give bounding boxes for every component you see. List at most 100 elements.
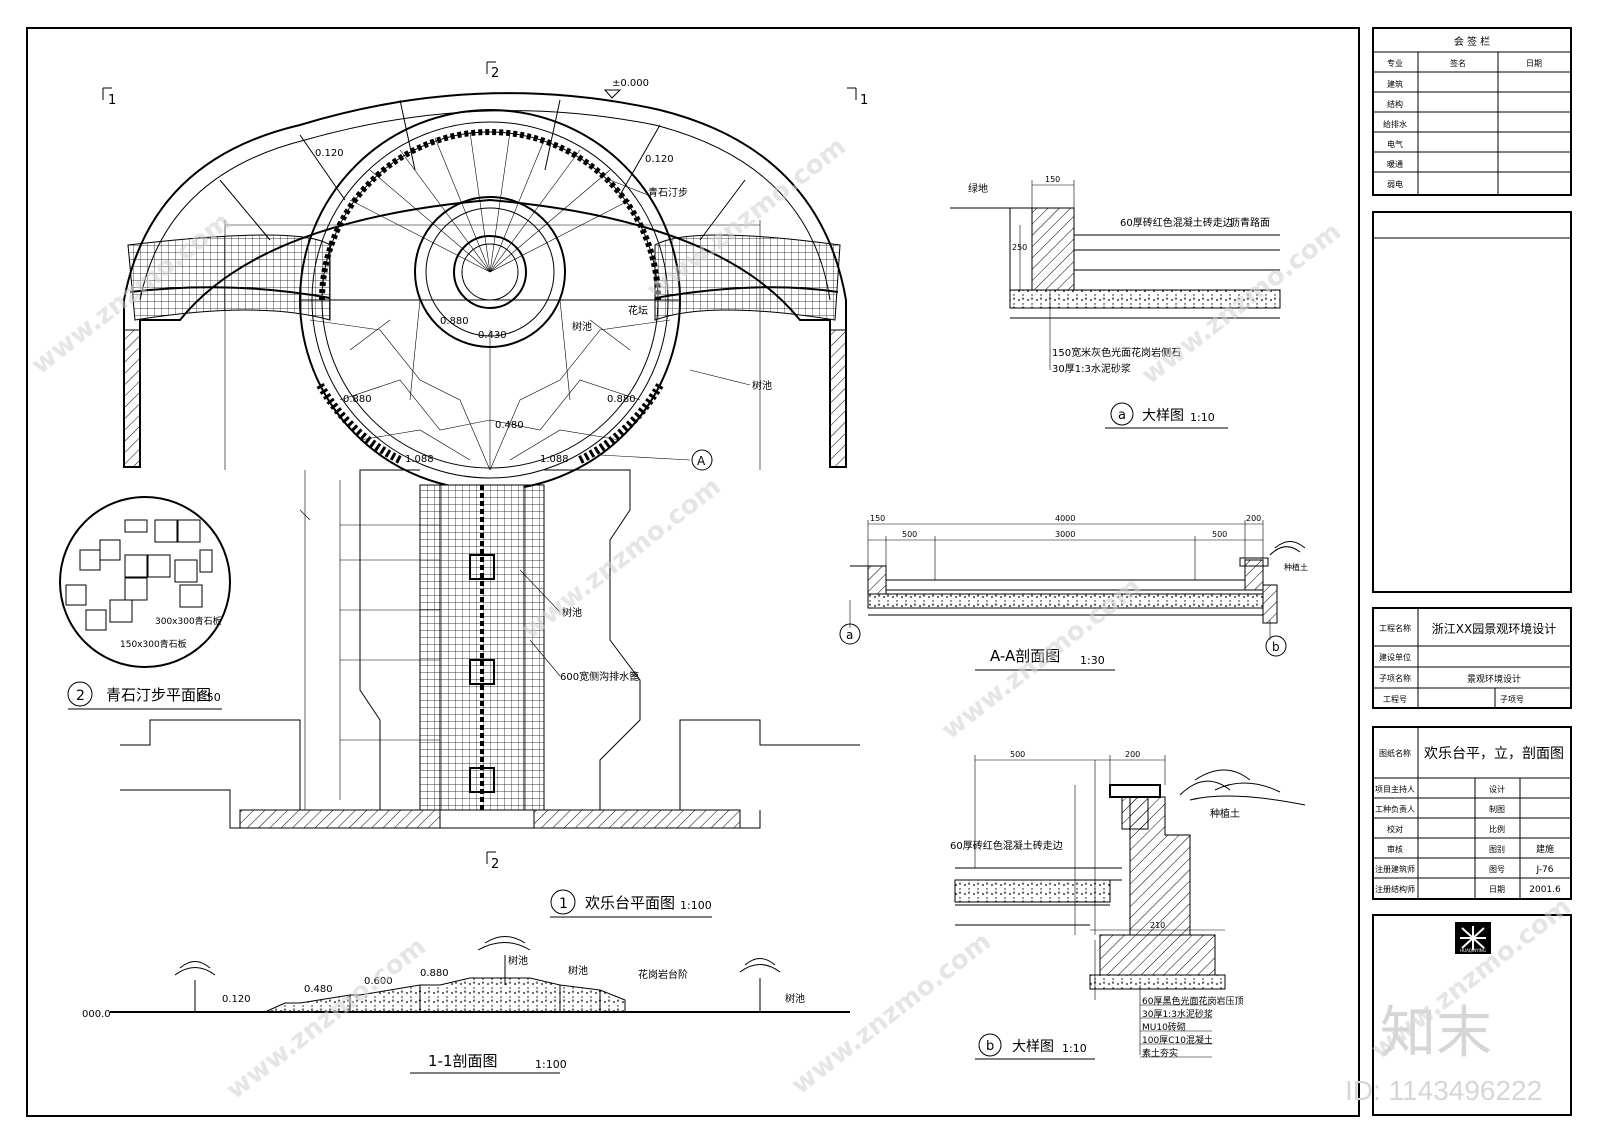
drawing-left-5: 注册结构师	[1375, 884, 1415, 894]
detail-b: 500 200 210 种植土 60厚砖红色混凝土砖走边 60厚黑色光面花岗岩压…	[950, 750, 1306, 1060]
sign-header-2: 日期	[1526, 59, 1542, 68]
sign-header-1: 签名	[1450, 58, 1466, 68]
plan-title-num: 1	[559, 896, 568, 912]
drawing-mid-1: 制图	[1489, 804, 1505, 814]
sign-row-3: 电气	[1387, 139, 1403, 149]
plan-scale: 1:100	[680, 899, 712, 912]
detailA-title: 大样图	[1142, 408, 1184, 424]
label-green: 绿地	[968, 182, 988, 195]
label-flowerbed: 花坛	[628, 304, 648, 317]
detailB-title-num: b	[986, 1039, 994, 1054]
section-mark-2b: 2	[491, 857, 499, 872]
detailB-label-soil: 种植土	[1210, 807, 1240, 820]
section-a-a: 4000 3000 500 500 200 150 a b 种植土 A-A剖面图…	[839, 514, 1308, 671]
logo-block	[1372, 914, 1572, 1116]
detailB-scale: 1:10	[1062, 1042, 1087, 1055]
detail2-scale: 1:50	[196, 691, 221, 704]
sec11-title: 1-1剖面图	[428, 1052, 498, 1070]
elev-880-b: 0.880	[343, 394, 372, 405]
watermark-6: www.znzmo.com	[221, 932, 432, 1106]
detailB-layer-4: 素土夯实	[1142, 1047, 1178, 1059]
label-tree-pit-3: 树池	[562, 606, 582, 619]
sec11-elev-880: 0.880	[420, 968, 449, 979]
detailB-dim-210: 210	[1150, 921, 1165, 930]
aa-dim-3000: 3000	[1055, 530, 1075, 539]
brand-watermark: 知末	[1380, 1001, 1492, 1064]
sec11-elev-000: 000.0	[82, 1009, 111, 1020]
title-block: 会 签 栏 专业 签名 日期 建筑 结构 给排水 电气 暖通 弱电 工程名称 浙…	[1372, 27, 1572, 1116]
project-value-sub: 景观环境设计	[1467, 673, 1521, 685]
aa-dim-500l: 500	[902, 530, 917, 539]
detailB-dim-500: 500	[1010, 750, 1025, 759]
elev-088-a: 1.088	[405, 454, 434, 465]
sign-row-4: 暖通	[1387, 159, 1403, 169]
elev-120-b: 0.120	[645, 154, 674, 165]
detailB-layer-2: MU10砖砌	[1142, 1021, 1186, 1033]
drawing-value-date: 2001.6	[1529, 885, 1561, 895]
sec11-elev-600: 0.600	[364, 976, 393, 987]
elev-088-b: 1.088	[540, 454, 569, 465]
detail-a: 150 250 绿地 60厚砖红色混凝土砖走边 沥青路面 150宽米灰色光面花岗…	[950, 175, 1281, 429]
label-drain: 600宽侧沟排水篦	[560, 670, 639, 683]
logo-text: HUAQINYING	[1460, 948, 1486, 953]
elev-430: 0.430	[478, 330, 507, 341]
detailA-dim-250: 250	[1012, 243, 1027, 252]
drawing-label-title: 图纸名称	[1379, 748, 1411, 758]
label-asphalt: 沥青路面	[1230, 216, 1270, 229]
elev-880-a: 0.880	[440, 316, 469, 327]
label-tree-pit-1: 树池	[572, 320, 592, 333]
detailA-scale: 1:10	[1190, 411, 1215, 424]
drawing-mid-5: 日期	[1489, 885, 1505, 894]
label-mortar-a: 30厚1:3水泥砂浆	[1052, 362, 1131, 375]
project-label-unit: 建设单位	[1379, 652, 1411, 662]
drawing-mid-2: 比例	[1489, 824, 1505, 834]
detailB-label-curb: 60厚砖红色混凝土砖走边	[950, 839, 1063, 852]
plan-view: 1 1 2 2 ±0.000 0.120 0.120 0.880 0.430 0…	[102, 61, 868, 918]
aa-callout-a: a	[846, 628, 853, 642]
drawing-left-2: 校对	[1387, 824, 1403, 834]
label-150x300: 150x300青石板	[120, 638, 187, 650]
label-curb-a: 60厚砖红色混凝土砖走边	[1120, 216, 1233, 229]
aa-callout-b: b	[1272, 640, 1280, 654]
drawing-left-4: 注册建筑师	[1375, 864, 1415, 874]
project-block	[1372, 607, 1572, 709]
detail2-title-num: 2	[76, 688, 85, 704]
drawing-left-0: 项目主持人	[1375, 784, 1415, 794]
sec11-label-tree3: 树池	[785, 992, 805, 1005]
project-label-subno: 子项号	[1500, 695, 1524, 704]
elev-480: 0.480	[495, 420, 524, 431]
detailB-layer-0: 60厚黑色光面花岗岩压顶	[1142, 995, 1243, 1007]
aa-dim-150: 150	[870, 514, 885, 523]
drawing-block	[1372, 726, 1572, 900]
detail-2-bluestone: 300x300青石板 150x300青石板 2 青石汀步平面图 1:50	[59, 496, 231, 710]
sign-row-5: 弱电	[1387, 179, 1403, 189]
drawing-mid-0: 设计	[1489, 784, 1505, 794]
sign-row-0: 建筑	[1387, 79, 1403, 89]
watermark-4: www.znzmo.com	[516, 472, 727, 646]
elev-zero: ±0.000	[612, 78, 649, 89]
detailB-layer-3: 100厚C10混凝土	[1142, 1034, 1213, 1046]
sec11-label-tree2: 树池	[568, 964, 588, 977]
elev-120-a: 0.120	[315, 148, 344, 159]
drawing-left-3: 审核	[1387, 844, 1403, 854]
aa-dim-200: 200	[1246, 514, 1261, 523]
blank-panel	[1372, 211, 1572, 593]
drawing-value-title: 欢乐台平，立，剖面图	[1424, 746, 1564, 762]
sec11-label-tree1: 树池	[508, 954, 528, 967]
sec11-elev-120: 0.120	[222, 994, 251, 1005]
label-bluestone-step: 青石汀步	[648, 186, 688, 199]
sec11-scale: 1:100	[535, 1058, 567, 1071]
detailB-title: 大样图	[1012, 1039, 1054, 1055]
aa-title: A-A剖面图	[990, 647, 1060, 665]
project-label-name: 工程名称	[1379, 623, 1411, 633]
detailA-dim-150: 150	[1045, 175, 1060, 184]
aa-scale: 1:30	[1080, 654, 1105, 667]
sec11-label-granite: 花岗岩台阶	[638, 968, 688, 981]
sign-row-2: 给排水	[1383, 119, 1407, 129]
aa-label-soil: 种植土	[1284, 562, 1308, 572]
label-300x300: 300x300青石板	[155, 615, 222, 627]
project-value-name: 浙江XX园景观环境设计	[1432, 621, 1556, 636]
detailB-layer-1: 30厚1:3水泥砂浆	[1142, 1008, 1213, 1020]
id-watermark: ID: 1143496222	[1345, 1075, 1542, 1106]
